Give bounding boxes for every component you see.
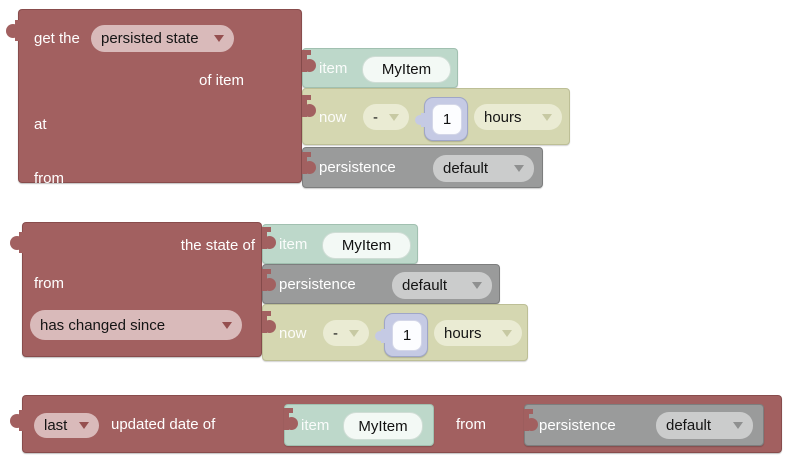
- persisted-state-dropdown[interactable]: persisted state: [91, 25, 234, 52]
- condition-dropdown-value: has changed since: [40, 316, 166, 334]
- value-connector-icon: [262, 227, 276, 249]
- value-connector-icon: [284, 408, 298, 430]
- value-connector-icon: [302, 50, 316, 72]
- number-block[interactable]: 1: [375, 313, 428, 357]
- block-last-updated-date[interactable]: last updated date of item MyItem from pe…: [22, 395, 782, 453]
- dropdown-arrow-icon: [472, 282, 482, 289]
- value-connector-icon: [262, 269, 276, 291]
- get-the-label: get the: [34, 30, 80, 47]
- number-value: 1: [442, 111, 452, 128]
- number-field[interactable]: 1: [392, 320, 422, 351]
- item-name-field[interactable]: MyItem: [362, 56, 451, 83]
- which-dropdown-value: last: [44, 417, 68, 434]
- operator-value: -: [333, 324, 338, 342]
- unit-value: hours: [484, 108, 522, 126]
- condition-dropdown[interactable]: has changed since: [30, 310, 242, 340]
- value-connector-icon: [302, 95, 316, 117]
- dropdown-arrow-icon: [222, 321, 232, 329]
- number-field[interactable]: 1: [432, 104, 462, 135]
- persistence-service-dropdown[interactable]: default: [656, 412, 753, 439]
- at-label: at: [34, 116, 47, 133]
- item-name-value: MyItem: [358, 417, 408, 435]
- output-connector-icon: [6, 20, 21, 41]
- item-label: item: [319, 60, 348, 77]
- persistence-service-value: default: [402, 277, 448, 294]
- persistence-block[interactable]: persistence default: [302, 147, 543, 188]
- item-label: item: [279, 236, 308, 253]
- item-name-value: MyItem: [341, 237, 392, 254]
- the-state-of-label: the state of: [180, 237, 255, 254]
- block-get-persisted-state[interactable]: get the persisted state of item at from: [18, 9, 302, 187]
- unit-dropdown[interactable]: hours: [434, 320, 522, 346]
- output-connector-icon: [10, 410, 25, 431]
- number-value: 1: [402, 327, 412, 344]
- dropdown-arrow-icon: [542, 113, 552, 121]
- block-state-has-changed[interactable]: the state of from has changed since: [22, 222, 262, 357]
- persistence-label: persistence: [539, 417, 616, 434]
- now-label: now: [279, 325, 307, 342]
- persistence-service-dropdown[interactable]: default: [433, 155, 534, 182]
- datetime-block[interactable]: now - 1 hours: [302, 88, 570, 145]
- value-connector-icon: [375, 329, 386, 343]
- persistence-label: persistence: [279, 276, 356, 293]
- dropdown-arrow-icon: [502, 329, 512, 337]
- persisted-state-dropdown-value: persisted state: [101, 30, 199, 47]
- output-connector-icon: [10, 232, 25, 253]
- persistence-label: persistence: [319, 159, 396, 176]
- value-connector-icon: [524, 409, 538, 431]
- dropdown-arrow-icon: [733, 422, 743, 429]
- item-block[interactable]: item MyItem: [302, 48, 458, 88]
- item-name-field[interactable]: MyItem: [343, 412, 423, 440]
- now-label: now: [319, 109, 347, 126]
- value-connector-icon: [415, 113, 426, 127]
- updated-date-of-label: updated date of: [111, 416, 216, 433]
- unit-value: hours: [444, 324, 482, 342]
- item-name-value: MyItem: [381, 61, 432, 78]
- from-label: from: [456, 416, 486, 433]
- from-label: from: [34, 170, 64, 187]
- dropdown-arrow-icon: [514, 165, 524, 172]
- from-label: from: [34, 275, 64, 292]
- persistence-block[interactable]: persistence default: [262, 264, 500, 304]
- dropdown-arrow-icon: [349, 329, 359, 337]
- persistence-service-value: default: [666, 417, 712, 434]
- persistence-block[interactable]: persistence default: [524, 404, 764, 446]
- item-label: item: [301, 417, 330, 434]
- operator-dropdown[interactable]: -: [363, 104, 409, 130]
- datetime-block[interactable]: now - 1 hours: [262, 304, 528, 361]
- of-item-label: of item: [199, 72, 245, 89]
- item-name-field[interactable]: MyItem: [322, 232, 411, 259]
- unit-dropdown[interactable]: hours: [474, 104, 562, 130]
- value-connector-icon: [302, 152, 316, 174]
- persistence-service-value: default: [443, 160, 489, 177]
- persistence-service-dropdown[interactable]: default: [392, 272, 492, 299]
- dropdown-arrow-icon: [214, 35, 224, 42]
- which-dropdown[interactable]: last: [34, 413, 99, 438]
- item-block[interactable]: item MyItem: [284, 404, 434, 446]
- dropdown-arrow-icon: [79, 422, 89, 429]
- number-block[interactable]: 1: [415, 97, 468, 141]
- value-connector-icon: [262, 311, 276, 333]
- item-block[interactable]: item MyItem: [262, 224, 418, 264]
- operator-dropdown[interactable]: -: [323, 320, 369, 346]
- dropdown-arrow-icon: [389, 113, 399, 121]
- operator-value: -: [373, 108, 378, 126]
